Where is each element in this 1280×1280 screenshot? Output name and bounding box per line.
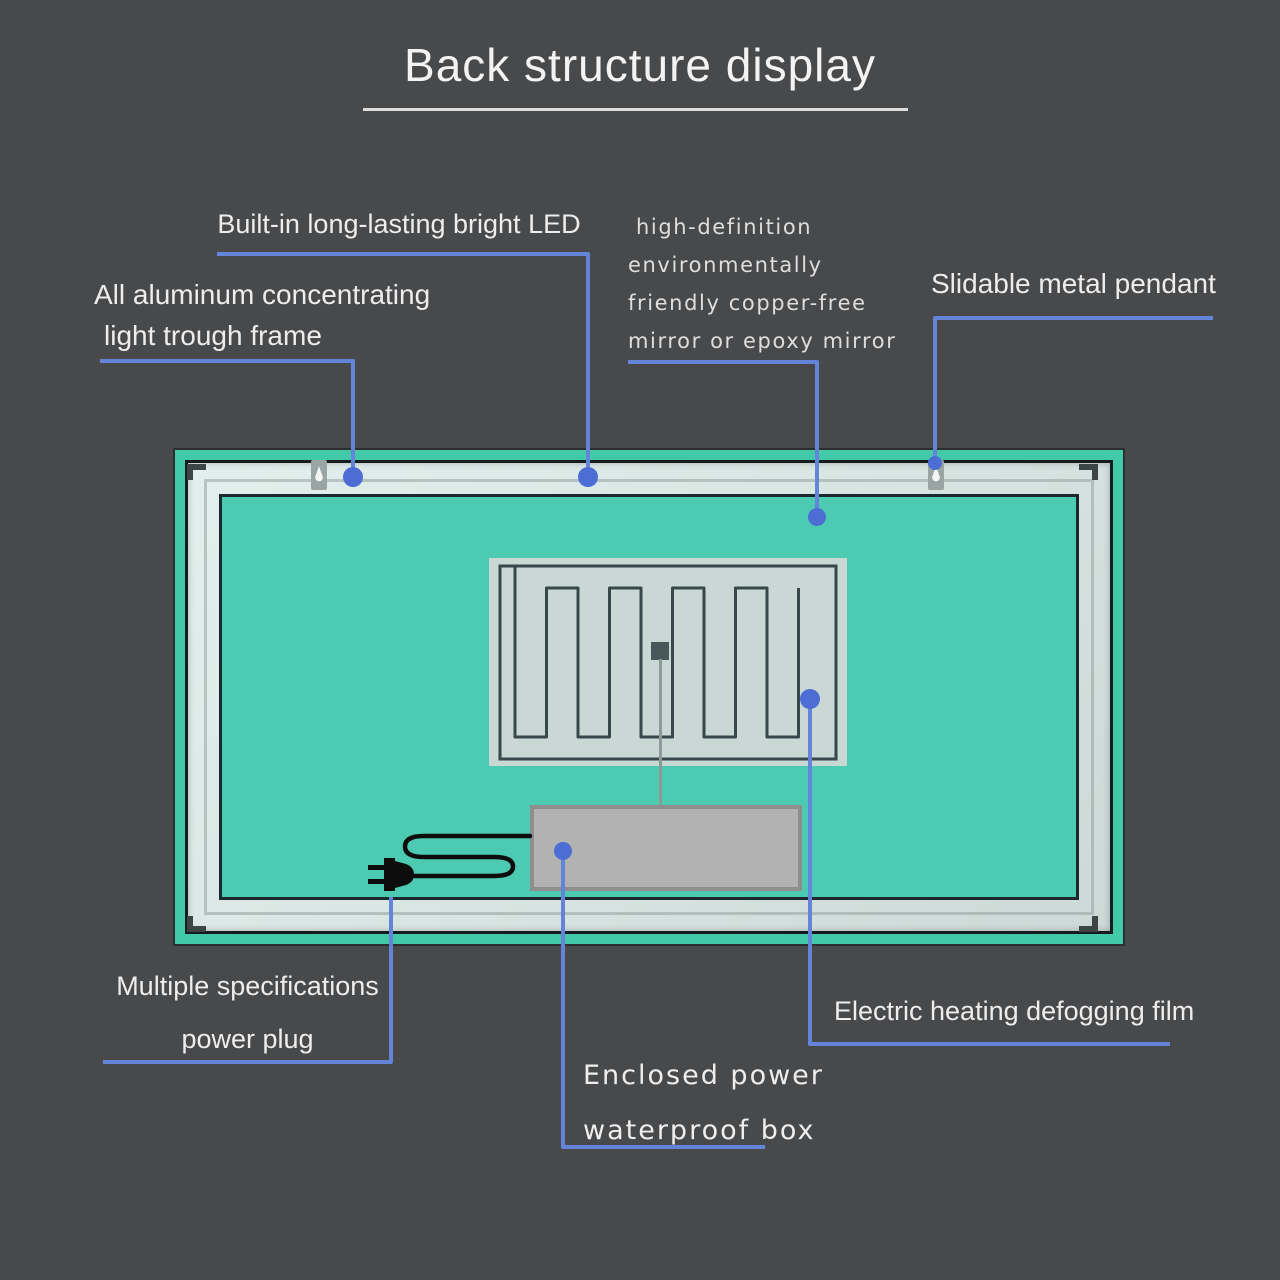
- mirror-outline: [185, 460, 1113, 934]
- label-plug-line1: Multiple specifications: [116, 971, 379, 1001]
- label-film: Electric heating defogging film: [834, 996, 1195, 1026]
- power-plug-icon: [362, 818, 542, 902]
- corner-bracket-bottom-right: [1079, 916, 1098, 932]
- film-terminal: [651, 642, 669, 660]
- mirror-dot: [808, 508, 826, 526]
- label-frame: All aluminum concentrating light trough …: [94, 274, 430, 356]
- corner-bracket-bottom-left: [187, 916, 206, 932]
- frame-groove: [204, 479, 1094, 915]
- label-mirror-line1: high-definition: [636, 215, 813, 239]
- label-pendant: Slidable metal pendant: [931, 268, 1216, 299]
- power-box: [530, 805, 802, 891]
- heating-coil-icon: [498, 564, 838, 761]
- label-plug: Multiple specifications power plug: [103, 960, 392, 1066]
- label-mirror-line4: mirror or epoxy mirror: [628, 329, 897, 353]
- label-frame-line1: All aluminum concentrating: [94, 279, 431, 310]
- label-powerbox: Enclosed power waterproof box: [583, 1048, 824, 1158]
- label-mirror-line2: environmentally: [628, 253, 823, 277]
- page-title: Back structure display: [404, 39, 876, 91]
- keyhole-icon: [311, 460, 327, 490]
- heating-film: [489, 558, 847, 766]
- plug-cable: [368, 833, 533, 891]
- label-mirror-line3: friendly copper-free: [628, 291, 867, 315]
- label-powerbox-line2: waterproof box: [583, 1115, 816, 1146]
- film-dot: [800, 689, 820, 709]
- label-mirror: high-definition environmentally friendly…: [628, 208, 896, 360]
- label-frame-line2: light trough frame: [104, 320, 322, 351]
- label-plug-line2: power plug: [181, 1024, 314, 1054]
- metal-pendant-left: [311, 460, 327, 490]
- frame-dot: [343, 467, 363, 487]
- pendant-dot: [928, 456, 942, 470]
- label-powerbox-line1: Enclosed power: [583, 1060, 824, 1091]
- title-underline: [363, 108, 908, 111]
- label-led: Built-in long-lasting bright LED: [217, 209, 581, 239]
- powerbox-dot: [554, 842, 572, 860]
- corner-bracket-top-left: [187, 464, 206, 480]
- led-dot: [578, 467, 598, 487]
- film-power-wire: [659, 659, 662, 806]
- corner-bracket-top-right: [1079, 464, 1098, 480]
